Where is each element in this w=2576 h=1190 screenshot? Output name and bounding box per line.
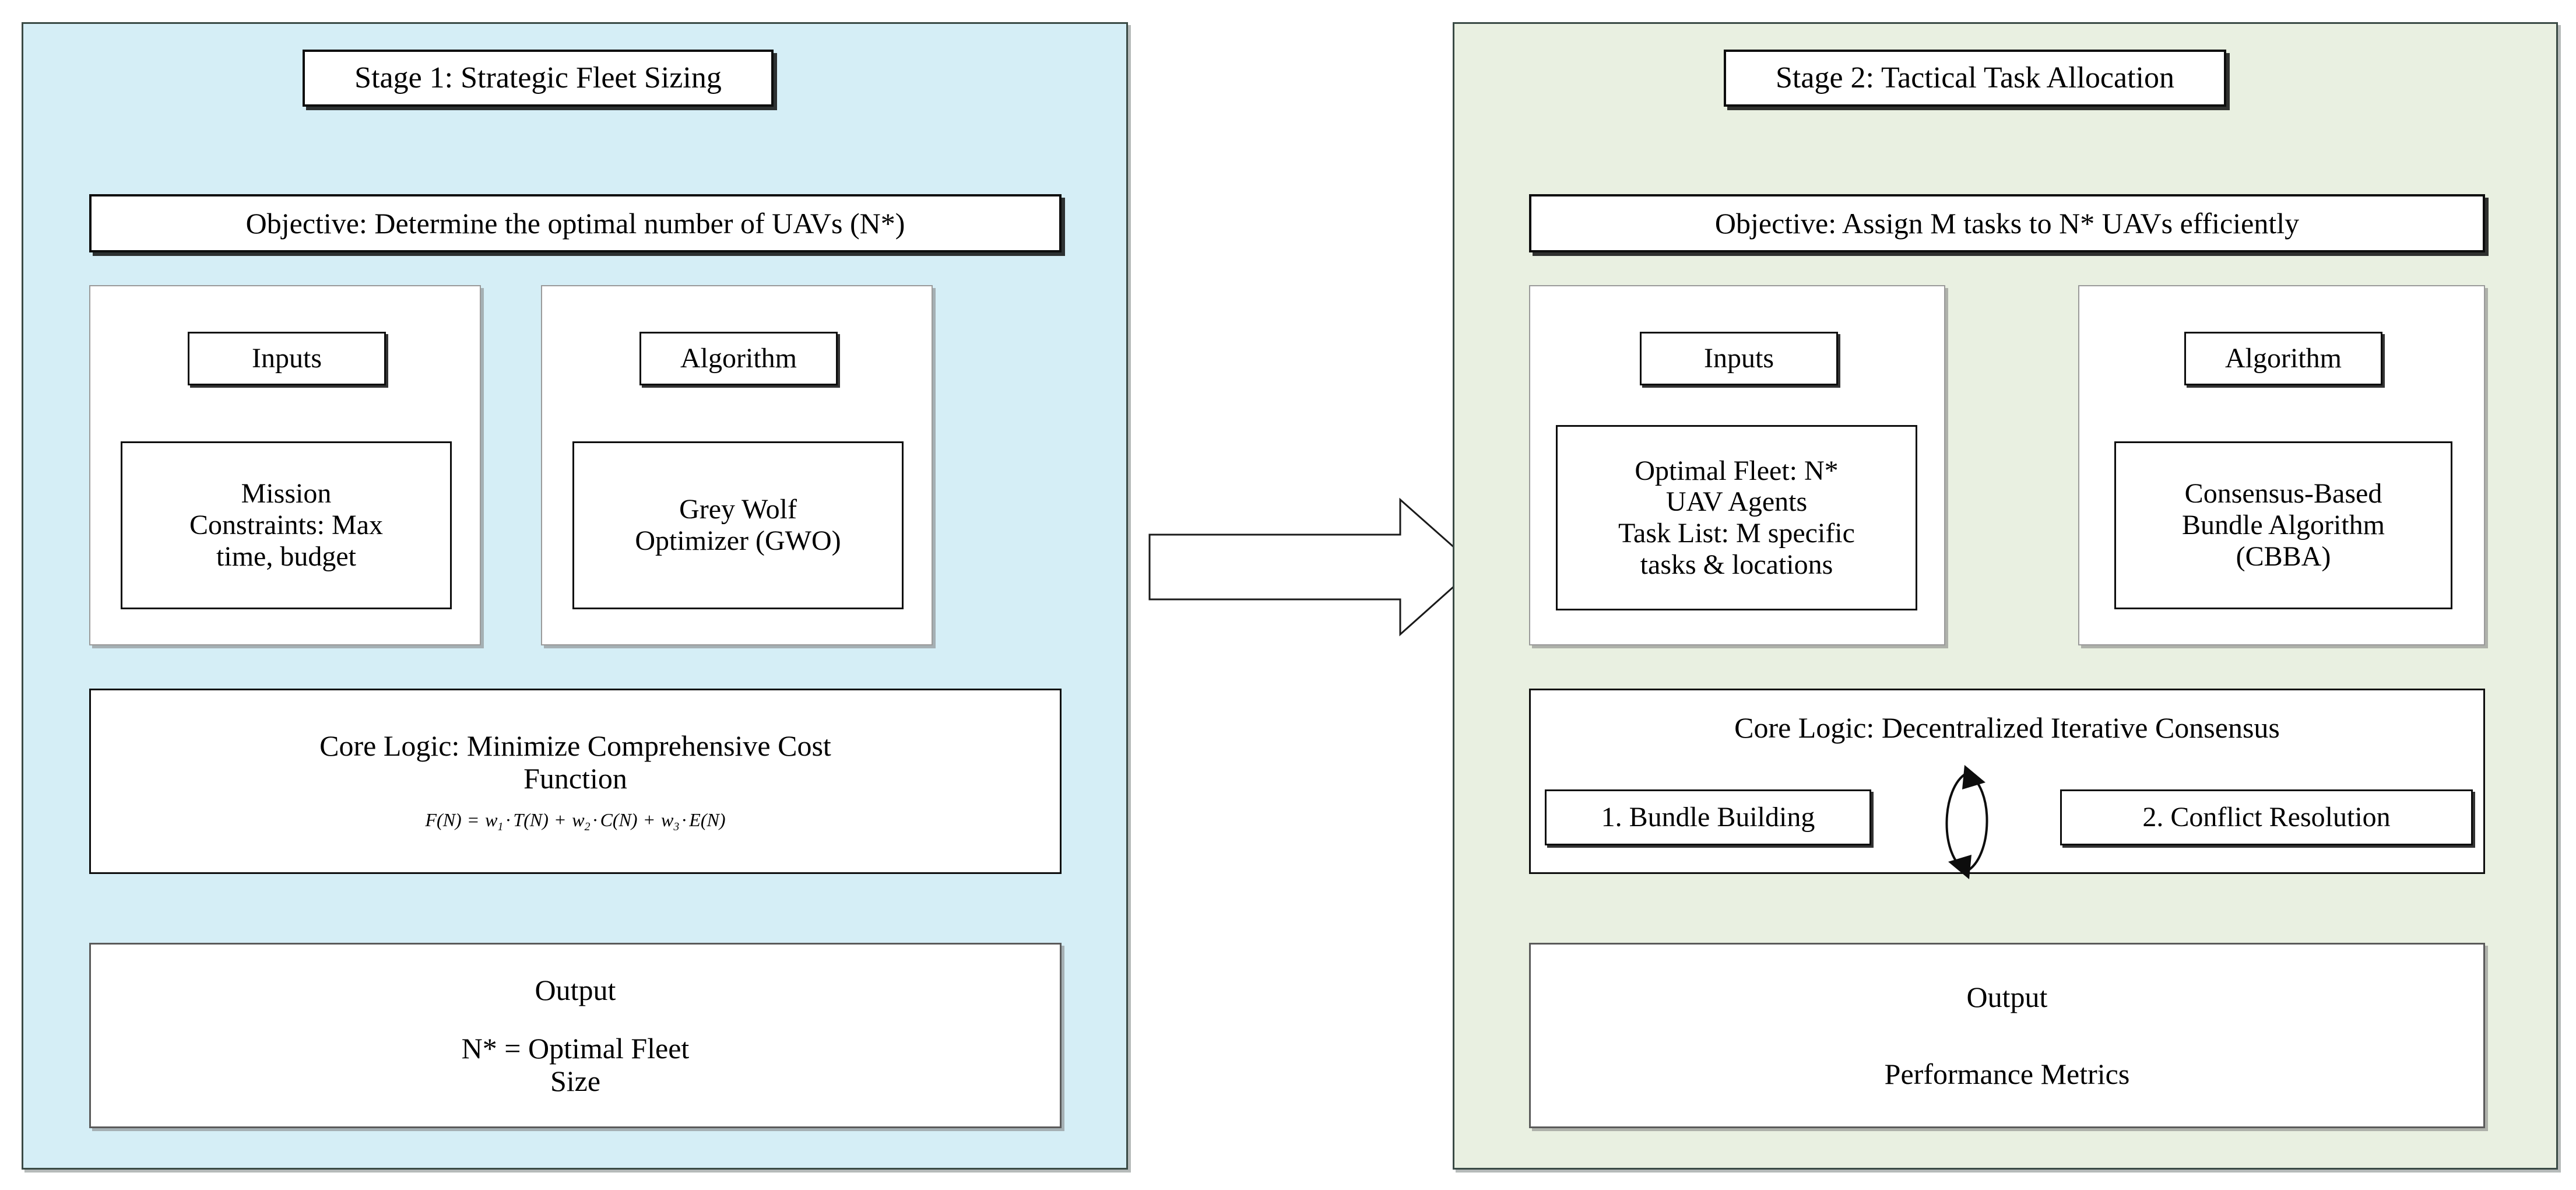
formula-eq: =	[468, 809, 479, 830]
stage-2-inputs-lines: Optimal Fleet: N* UAV Agents Task List: …	[1558, 455, 1916, 581]
stage-2-algorithm-line-2: Bundle Algorithm	[2182, 510, 2385, 541]
stage-1-objective-text: Objective: Determine the optimal number …	[245, 207, 905, 240]
stage-2-step-2-box: 2. Conflict Resolution	[2060, 789, 2473, 845]
formula-w2-sub: 2	[584, 820, 591, 833]
formula-plus-1: +	[555, 809, 566, 830]
stage-2-output-header: Output	[1966, 981, 2048, 1013]
stage-1-output-line-2: Size	[550, 1065, 601, 1097]
stage-1-mission-constraints-box: Mission Constraints: Max time, budget	[121, 441, 452, 609]
stage-2-inputs-line-3: Task List: M specific	[1618, 518, 1855, 549]
stage-1-title: Stage 1: Strategic Fleet Sizing	[354, 61, 722, 94]
formula-w3-sub: 3	[673, 820, 680, 833]
formula-dot-2: ·	[592, 809, 599, 830]
stage-2-algorithm-line-1: Consensus-Based	[2184, 478, 2382, 510]
stage-2-objective-text: Objective: Assign M tasks to N* UAVs eff…	[1714, 207, 2300, 240]
stage-1-title-box: Stage 1: Strategic Fleet Sizing	[303, 50, 774, 107]
stage-1-core-logic-content: Core Logic: Minimize Comprehensive Cost …	[91, 729, 1060, 833]
stage-2-inputs-card: Inputs Optimal Fleet: N* UAV Agents Task…	[1529, 285, 1945, 645]
stage-2-inputs-header-box: Inputs	[1640, 332, 1838, 385]
stage-2-output-line-1: Performance Metrics	[1884, 1058, 2130, 1090]
stage-2-inputs-header: Inputs	[1704, 343, 1774, 374]
stage-1-algorithm-header-box: Algorithm	[639, 332, 838, 385]
stage-2-step-1-label: 1. Bundle Building	[1601, 802, 1815, 833]
right-block-arrow-icon	[1148, 497, 1478, 637]
stage-1-algorithm-line-2: Optimizer (GWO)	[635, 525, 841, 556]
stage-2-inputs-line-4: tasks & locations	[1640, 549, 1833, 580]
stage-2-cbba-box: Consensus-Based Bundle Algorithm (CBBA)	[2114, 441, 2452, 609]
stage-2-algorithm-header: Algorithm	[2225, 343, 2342, 374]
stage-1-inputs-line-2: Constraints: Max	[189, 510, 383, 541]
stage-2-cbba-lines: Consensus-Based Bundle Algorithm (CBBA)	[2116, 478, 2451, 572]
cycle-icon-wrap	[1909, 759, 2025, 885]
formula-w1-sub: 1	[497, 820, 504, 833]
stage-2-inputs-line-1: Optimal Fleet: N*	[1635, 455, 1839, 486]
formula-w2: w	[572, 809, 585, 830]
stage-2-inputs-line-2: UAV Agents	[1665, 486, 1808, 518]
stage-2-panel: Stage 2: Tactical Task Allocation Object…	[1453, 22, 2558, 1170]
stage-1-core-logic-line-2: Function	[523, 761, 627, 795]
stage-1-objective-box: Objective: Determine the optimal number …	[89, 194, 1062, 252]
stage-2-algorithm-card: Algorithm Consensus-Based Bundle Algorit…	[2078, 285, 2485, 645]
transition-arrow	[1144, 493, 1482, 641]
stage-1-output-header: Output	[535, 974, 616, 1006]
stage-2-title: Stage 2: Tactical Task Allocation	[1776, 61, 2174, 94]
stage-2-fleet-tasklist-box: Optimal Fleet: N* UAV Agents Task List: …	[1556, 425, 1917, 610]
stage-2-step-2-label: 2. Conflict Resolution	[2142, 802, 2391, 833]
stage-2-algorithm-line-3: (CBBA)	[2236, 540, 2331, 572]
stage-1-panel: Stage 1: Strategic Fleet Sizing Objectiv…	[22, 22, 1128, 1170]
stage-2-title-box: Stage 2: Tactical Task Allocation	[1724, 50, 2226, 107]
stage-1-gwo-box: Grey Wolf Optimizer (GWO)	[572, 441, 904, 609]
stage-1-algorithm-header: Algorithm	[680, 343, 797, 374]
stage-1-gwo-lines: Grey Wolf Optimizer (GWO)	[574, 494, 902, 557]
stage-1-inputs-header-box: Inputs	[188, 332, 386, 385]
stage-1-output-box: Output N* = Optimal Fleet Size	[89, 943, 1062, 1128]
stage-2-algorithm-header-box: Algorithm	[2184, 332, 2382, 385]
stage-1-core-logic-line-1: Core Logic: Minimize Comprehensive Cost	[319, 729, 831, 762]
stage-2-core-logic-heading: Core Logic: Decentralized Iterative Cons…	[1734, 711, 2280, 744]
stage-2-core-logic-box: Core Logic: Decentralized Iterative Cons…	[1529, 689, 2485, 879]
stage-1-mission-constraints-lines: Mission Constraints: Max time, budget	[122, 478, 450, 572]
stage-2-step-1-box: 1. Bundle Building	[1545, 789, 1871, 845]
stage-1-inputs-line-3: time, budget	[216, 540, 356, 572]
stage-1-inputs-header: Inputs	[252, 343, 322, 374]
stage-1-inputs-line-1: Mission	[241, 478, 332, 510]
stage-2-output-box: Output Performance Metrics	[1529, 943, 2485, 1128]
stage-1-output-content: Output N* = Optimal Fleet Size	[91, 974, 1060, 1097]
formula-w1: w	[485, 809, 498, 830]
stage-1-inputs-card: Inputs Mission Constraints: Max time, bu…	[89, 285, 481, 645]
formula-dot-1: ·	[505, 809, 512, 830]
formula-w3: w	[661, 809, 674, 830]
circular-arrow-icon	[1945, 765, 1988, 879]
formula-E: E(N)	[689, 809, 726, 830]
formula-plus-2: +	[644, 809, 655, 830]
stage-2-core-logic-heading-wrap: Core Logic: Decentralized Iterative Cons…	[1531, 711, 2483, 744]
formula-dot-3: ·	[681, 809, 688, 830]
stage-1-output-line-1: N* = Optimal Fleet	[461, 1032, 690, 1065]
stage-2-objective-box: Objective: Assign M tasks to N* UAVs eff…	[1529, 194, 2485, 252]
formula-C: C(N)	[600, 809, 638, 830]
stage-2-output-content: Output Performance Metrics	[1531, 981, 2483, 1090]
stage-1-algorithm-line-1: Grey Wolf	[679, 494, 797, 525]
stage-1-cost-function-formula: F(N) = w1·T(N) + w2·C(N) + w3·E(N)	[425, 809, 726, 833]
stage-1-algorithm-card: Algorithm Grey Wolf Optimizer (GWO)	[541, 285, 933, 645]
stage-1-core-logic-box: Core Logic: Minimize Comprehensive Cost …	[89, 689, 1062, 874]
formula-T: T(N)	[513, 809, 549, 830]
formula-lhs: F(N)	[425, 809, 462, 830]
